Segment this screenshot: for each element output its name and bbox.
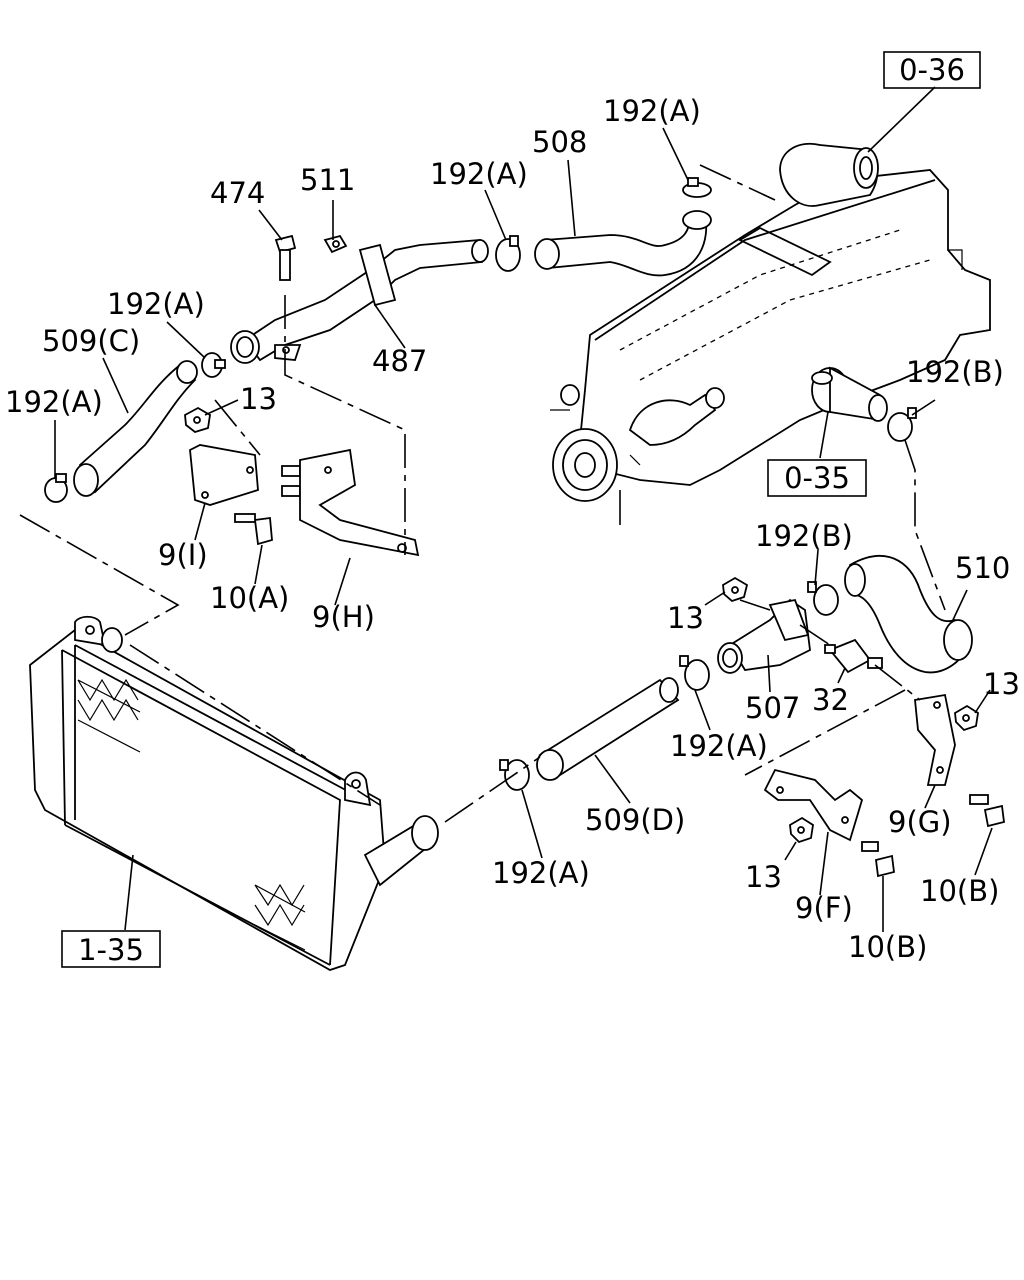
callout-13: 13	[745, 860, 782, 894]
clamp-mid-right	[813, 584, 839, 616]
callout-10a: 10(A)	[210, 581, 289, 615]
callout-9h: 9(H)	[312, 600, 375, 634]
callout-508: 508	[532, 125, 587, 159]
callout-10b: 10(B)	[920, 874, 999, 908]
callout-32: 32	[812, 683, 849, 717]
pipe-487	[230, 239, 489, 364]
reference-label: 1-35	[78, 933, 144, 967]
centerlines	[19, 164, 946, 823]
callout-13: 13	[240, 382, 277, 416]
callout-487: 487	[372, 344, 427, 378]
callout-13: 13	[983, 667, 1020, 701]
reference-box-0-36: 0-36	[883, 51, 981, 89]
clamp-mid	[684, 659, 710, 691]
reference-label: 0-35	[784, 461, 850, 495]
clamp-right	[887, 412, 913, 442]
leader-lines	[54, 86, 993, 932]
callout-192b: 192(B)	[755, 519, 853, 553]
hose-509c	[73, 360, 198, 497]
intercooler	[29, 615, 439, 971]
callout-9g: 9(G)	[888, 805, 952, 839]
engine-assembly	[550, 142, 991, 525]
callout-10b: 10(B)	[848, 930, 927, 964]
callout-labels: 192(A) 508 192(A) 474 511 192(A) 509(C) …	[5, 94, 1020, 964]
hose-510	[844, 555, 973, 674]
callout-511: 511	[300, 163, 355, 197]
callout-192a: 192(A)	[5, 385, 103, 419]
callout-507: 507	[745, 691, 800, 725]
callout-192a: 192(A)	[603, 94, 701, 128]
callout-9f: 9(F)	[795, 891, 853, 925]
callout-509c: 509(C)	[42, 324, 140, 358]
clamps	[44, 177, 917, 791]
callout-192b: 192(B)	[906, 355, 1004, 389]
hardware	[184, 234, 1005, 878]
callout-9i: 9(I)	[158, 538, 208, 572]
callout-192a: 192(A)	[670, 729, 768, 763]
clamp-bottom	[504, 759, 530, 791]
callout-192a: 192(A)	[107, 287, 205, 321]
hose-509d	[536, 677, 680, 781]
callout-192a: 192(A)	[430, 157, 528, 191]
callout-192a: 192(A)	[492, 856, 590, 890]
callout-474: 474	[210, 176, 265, 210]
callout-13: 13	[667, 601, 704, 635]
clamp-top-left	[495, 238, 521, 272]
reference-box-0-35: 0-35	[767, 459, 867, 497]
hose-508	[534, 210, 712, 277]
callout-509d: 509(D)	[585, 803, 685, 837]
callout-510: 510	[955, 551, 1010, 585]
pipe-507	[717, 598, 811, 674]
fitting-0-35	[811, 366, 888, 422]
reference-box-1-35: 1-35	[61, 930, 161, 968]
reference-label: 0-36	[899, 53, 965, 87]
